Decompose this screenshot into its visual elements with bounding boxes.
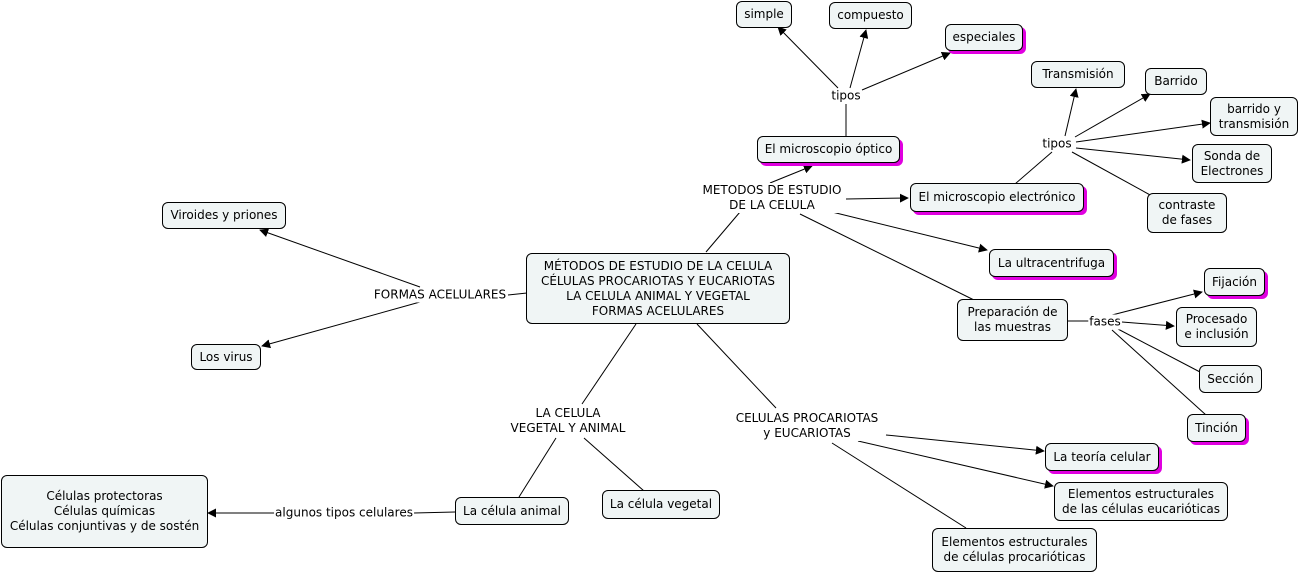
link-center-formas <box>507 292 528 296</box>
link-formas-virus <box>261 301 421 349</box>
label-celula-line-2: VEGETAL Y ANIMAL <box>510 421 626 435</box>
node-microscopio-electronico[interactable]: El microscopio electrónico <box>910 183 1084 212</box>
node-barrido[interactable]: Barrido <box>1145 68 1207 95</box>
node-celula-animal[interactable]: La célula animal <box>455 497 569 525</box>
central-line-2: CÉLULAS PROCARIOTAS Y EUCARIOTAS <box>540 273 776 288</box>
link-procariotas-eucarioticas <box>857 440 1054 489</box>
link-tipos2-contraste <box>1071 151 1153 197</box>
link-fases-tincion <box>1111 329 1207 416</box>
link-procariotas-teoria <box>885 434 1045 455</box>
label-procariotas-line-1: CELULAS PROCARIOTAS <box>735 411 879 425</box>
node-tincion[interactable]: Tinción <box>1187 414 1246 442</box>
node-viroides[interactable]: Viroides y priones <box>162 202 286 229</box>
node-seccion[interactable]: Sección <box>1199 365 1262 393</box>
link-metodos-preparacion <box>799 213 975 301</box>
label-metodos-line-2: DE LA CELULA <box>729 198 815 212</box>
preparacion-line-1: Preparación de <box>967 305 1058 319</box>
label-tipos-optico: tipos <box>830 88 862 104</box>
barrido-transmision-line-1: barrido y <box>1227 101 1281 116</box>
tipos-celulas-line-1: Células protectoras <box>46 489 163 503</box>
node-virus[interactable]: Los virus <box>191 344 261 370</box>
node-simple[interactable]: simple <box>736 1 792 28</box>
label-metodos-line-1: METODOS DE ESTUDIO <box>702 183 842 197</box>
procesado-line-2: e inclusión <box>1184 327 1249 341</box>
link-tipos2-barrido <box>1074 93 1151 138</box>
node-celula-vegetal[interactable]: La célula vegetal <box>602 490 720 519</box>
node-especiales[interactable]: especiales <box>945 24 1023 51</box>
link-fases-seccion <box>1115 327 1201 373</box>
link-formas-viroides <box>259 228 421 288</box>
link-metodos-optico <box>769 164 813 184</box>
node-transmision[interactable]: Transmisión <box>1031 61 1125 88</box>
label-celula-line-1: LA CELULA <box>535 406 601 420</box>
link-metodos-electronico <box>845 193 909 203</box>
label-procariotas-line-2: y EUCARIOTAS <box>763 426 851 440</box>
eucarioticas-line-1: Elementos estructurales <box>1067 486 1215 501</box>
link-tipos-simple <box>777 26 839 89</box>
label-celula-vegetal-animal: LA CELULA VEGETAL Y ANIMAL <box>509 406 627 436</box>
link-animal-algunos <box>413 511 456 514</box>
link-fases-fijacion <box>1111 289 1203 316</box>
tipos-celulas-line-3: Células conjuntivas y de sostén <box>9 519 200 533</box>
central-line-3: LA CELULA ANIMAL Y VEGETAL <box>566 288 750 303</box>
link-tipos2-transmision <box>1064 88 1079 137</box>
link-fases-procesado <box>1121 320 1175 330</box>
eucarioticas-line-2: de las células eucarióticas <box>1061 501 1221 516</box>
central-line-1: MÉTODOS DE ESTUDIO DE LA CELULA <box>543 258 773 273</box>
node-fijacion[interactable]: Fijación <box>1204 268 1265 296</box>
node-ultracentrifuga[interactable]: La ultracentrifuga <box>989 249 1114 277</box>
node-microscopio-optico[interactable]: El microscopio óptico <box>757 136 900 163</box>
contraste-line-2: de fases <box>1161 213 1213 227</box>
link-celula-animal <box>518 437 557 498</box>
barrido-transmision-line-2: transmisión <box>1218 116 1290 131</box>
node-tipos-celulas[interactable]: Células protectoras Células químicas Cél… <box>1 475 208 548</box>
label-formas: FORMAS ACELULARES <box>372 287 508 303</box>
label-tipos-electronico: tipos <box>1041 136 1073 152</box>
label-algunos: algunos tipos celulares <box>274 505 414 521</box>
node-compuesto[interactable]: compuesto <box>829 2 912 29</box>
link-celula-vegetal <box>583 437 645 492</box>
link-tipos2-sonda <box>1075 147 1191 164</box>
link-center-procariotas <box>696 323 777 409</box>
link-metodos-ultra <box>831 211 988 253</box>
node-teoria-celular[interactable]: La teoría celular <box>1045 443 1159 471</box>
link-tipos-compuesto <box>849 29 869 89</box>
label-procariotas: CELULAS PROCARIOTAS y EUCARIOTAS <box>734 411 880 441</box>
link-center-metodos <box>705 211 741 253</box>
central-concept[interactable]: MÉTODOS DE ESTUDIO DE LA CELULA CÉLULAS … <box>526 253 790 324</box>
procarioticas-line-1: Elementos estructurales <box>941 535 1088 549</box>
sonda-line-2: Electrones <box>1200 163 1264 178</box>
procesado-line-1: Procesado <box>1185 312 1248 326</box>
link-procariotas-procarioticas <box>831 442 967 529</box>
label-fases: fases <box>1088 314 1122 330</box>
sonda-line-1: Sonda de <box>1203 148 1261 163</box>
link-tipos-especiales <box>861 51 951 91</box>
procarioticas-line-2: de células procarióticas <box>943 550 1086 564</box>
central-line-4: FORMAS ACELULARES <box>591 303 725 318</box>
contraste-line-1: contraste <box>1158 198 1216 212</box>
link-center-celula <box>581 323 637 405</box>
link-electronico-tipos <box>1014 151 1053 185</box>
tipos-celulas-line-2: Células químicas <box>53 504 156 518</box>
preparacion-line-2: las muestras <box>974 320 1051 334</box>
label-metodos: METODOS DE ESTUDIO DE LA CELULA <box>701 183 843 213</box>
link-tipos2-barrido-trans <box>1075 119 1211 143</box>
